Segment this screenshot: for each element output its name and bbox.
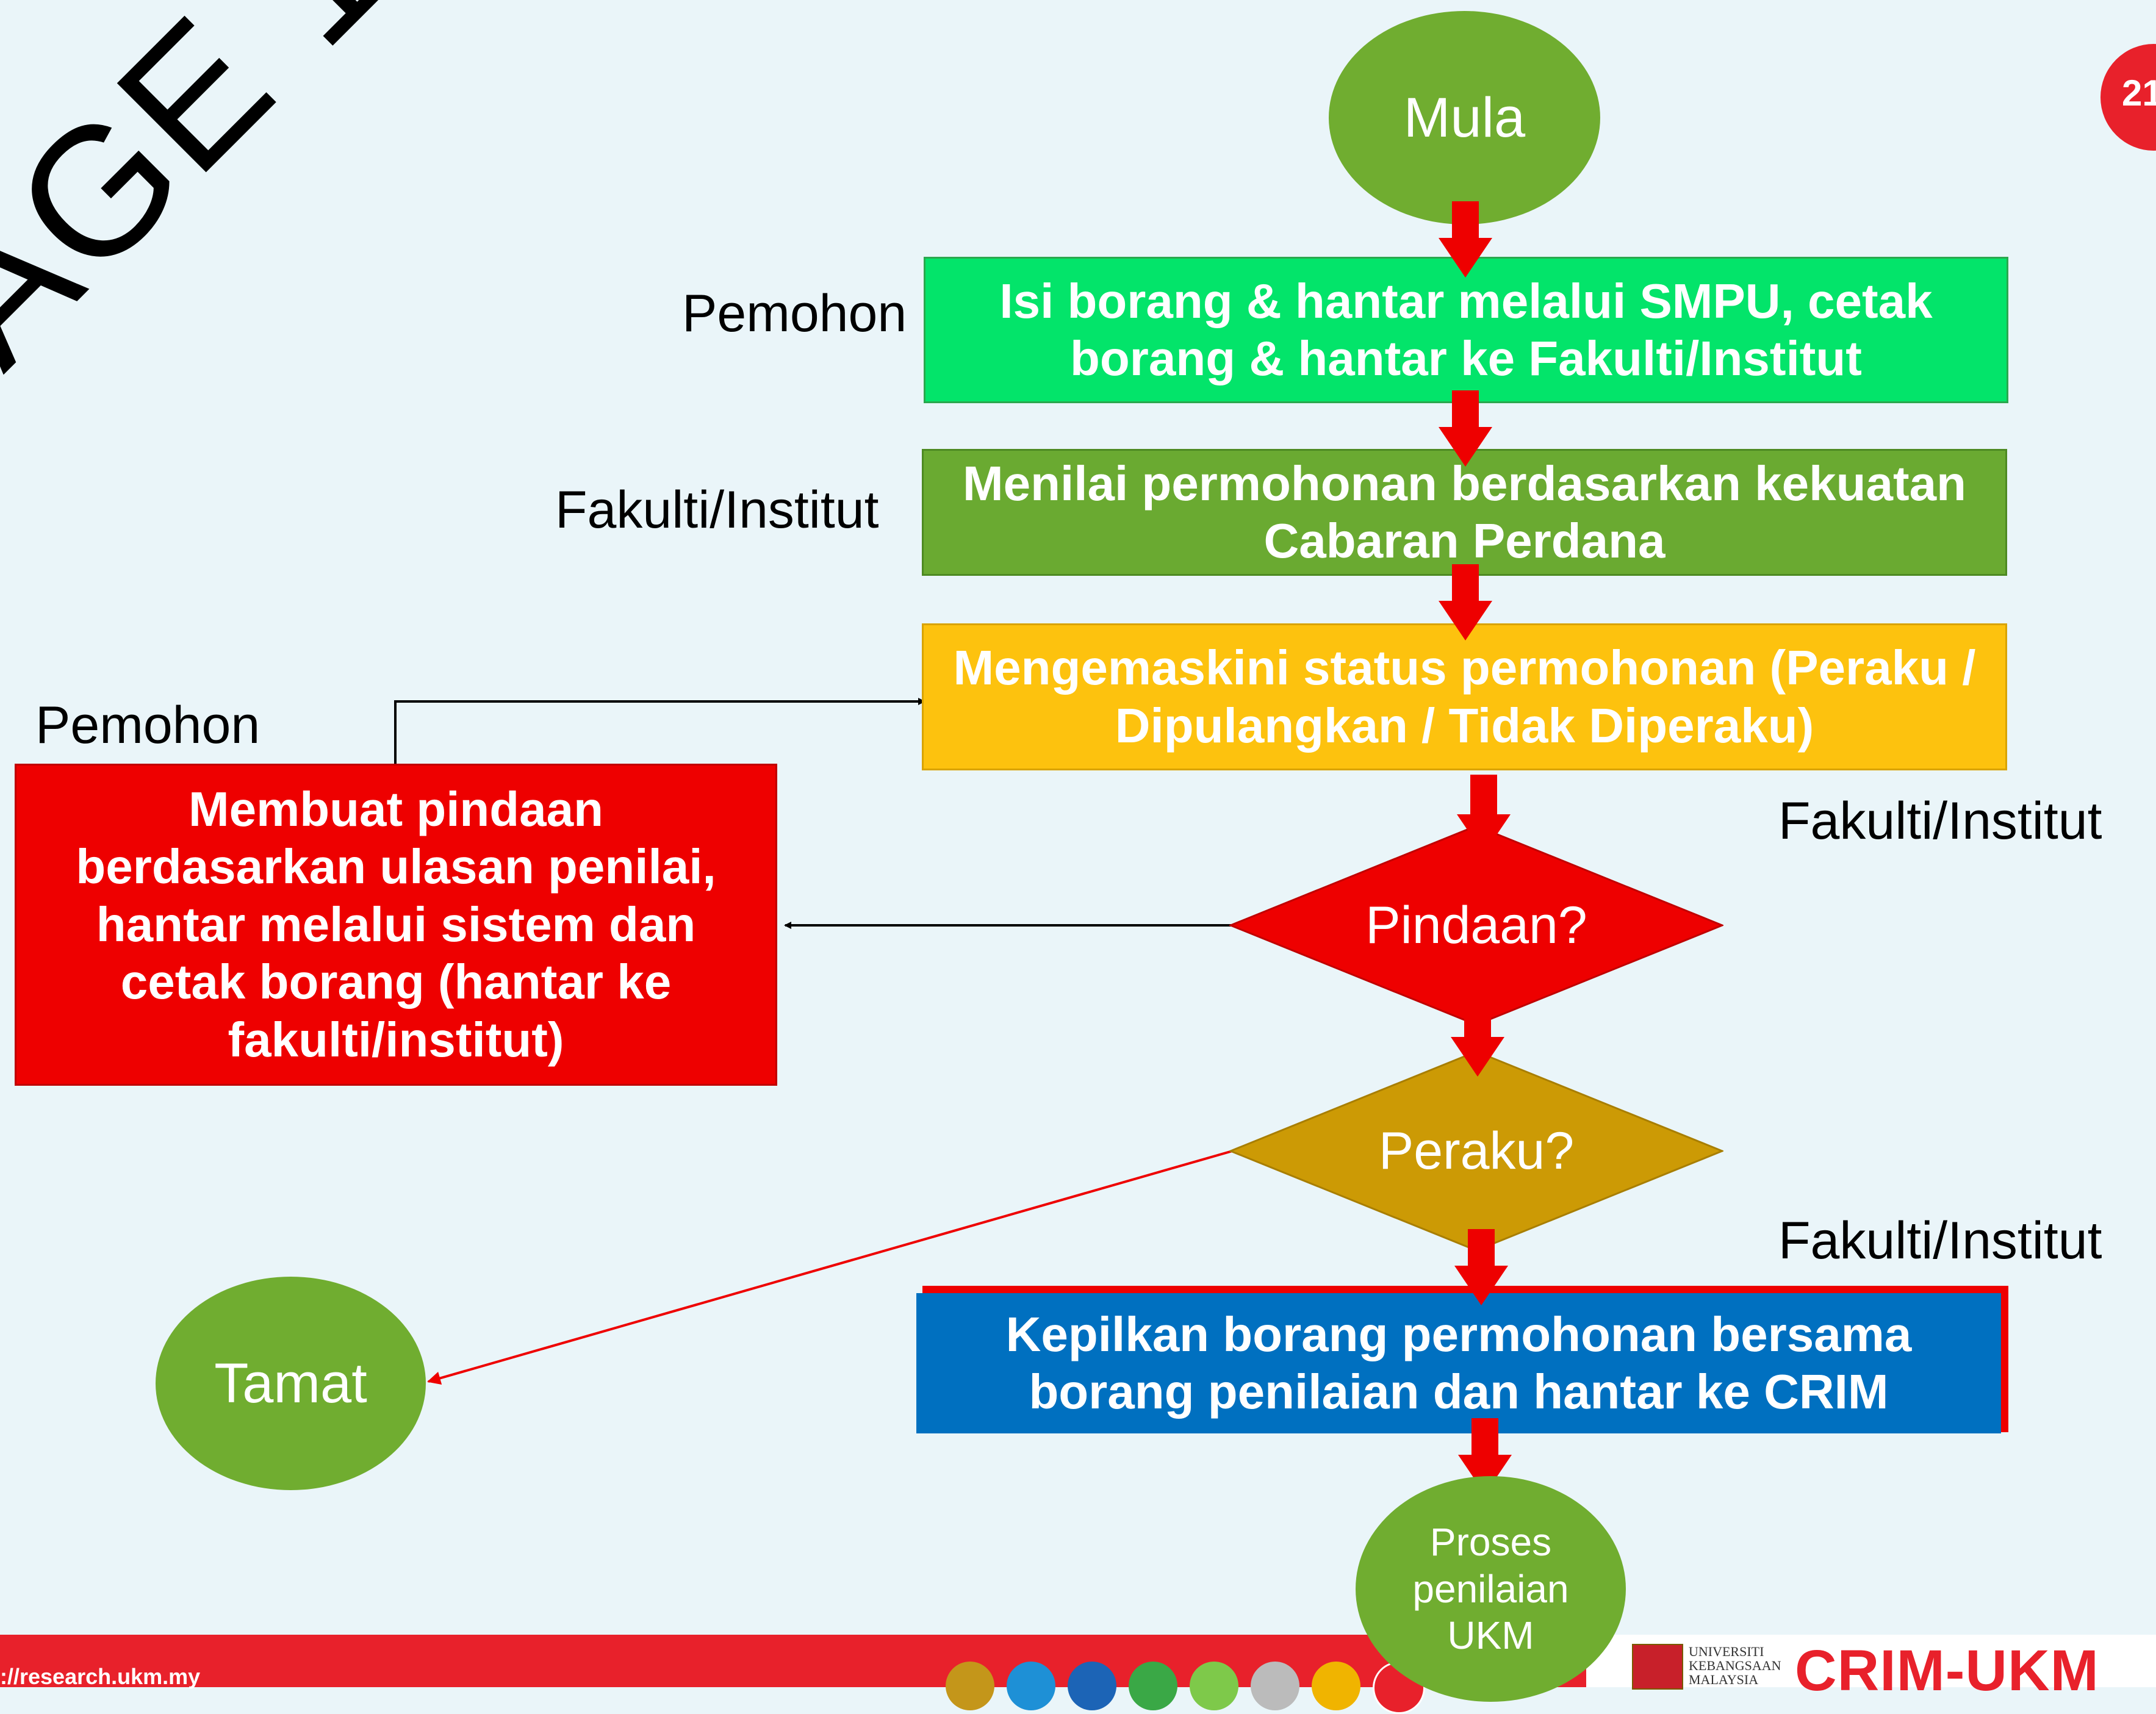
lane-label-pemohon-1: Pemohon: [682, 284, 907, 343]
page-number: 21: [2122, 73, 2156, 113]
step-menilai: Menilai permohonan berdasarkan kekuatan …: [922, 449, 2007, 576]
step-pindaan-action: Membuat pindaan berdasarkan ulasan penil…: [15, 764, 777, 1086]
footer-icons: [946, 1659, 1434, 1714]
peraku-no-connector: [427, 1150, 1233, 1385]
thumbs-up-icon[interactable]: [1068, 1662, 1116, 1710]
ukm-name: UNIVERSITI KEBANGSAAN MALAYSIA: [1689, 1644, 1781, 1687]
handshake-icon[interactable]: [1312, 1662, 1360, 1710]
final-oval: Proses penilaian UKM: [1356, 1476, 1626, 1702]
end-label: Tamat: [214, 1352, 367, 1415]
final-label: Proses penilaian UKM: [1412, 1519, 1569, 1658]
edit-icon[interactable]: [1007, 1662, 1055, 1710]
ukm-name-line-2: KEBANGSAAN: [1689, 1658, 1781, 1674]
lane-label-fakulti-2: Fakulti/Institut: [1778, 792, 2102, 850]
start-oval: Mula: [1329, 11, 1600, 224]
step-kepilkan: Kepilkan borang permohonan bersama boran…: [916, 1293, 2001, 1433]
info-icon[interactable]: [946, 1662, 994, 1710]
start-label: Mula: [1403, 86, 1526, 149]
decision-peraku-text: Peraku?: [1378, 1121, 1575, 1180]
end-oval: Tamat: [156, 1277, 426, 1490]
arrow-down-4: [1457, 775, 1511, 854]
graduation-icon[interactable]: [1129, 1662, 1177, 1710]
step-mengemaskini-text: Mengemaskini status permohonan (Peraku /…: [953, 640, 1976, 753]
step-pindaan-action-text: Membuat pindaan berdasarkan ulasan penil…: [76, 782, 716, 1067]
lane-label-pemohon-2: Pemohon: [35, 696, 261, 755]
arrow-down-5: [1451, 1000, 1504, 1077]
ukm-name-line-1: UNIVERSITI: [1689, 1644, 1764, 1659]
lane-label-fakulti-3: Fakulti/Institut: [1778, 1211, 2102, 1270]
ukm-name-line-3: MALAYSIA: [1689, 1672, 1759, 1688]
building-icon[interactable]: [1251, 1662, 1299, 1710]
step-isi-borang-text: Isi borang & hantar melalui SMPU, cetak …: [999, 273, 1933, 385]
decision-pindaan: Pindaan?: [1229, 825, 1723, 1026]
brand-logo: CRIM-UKM: [1795, 1638, 2099, 1703]
decision-peraku: Peraku?: [1229, 1050, 1723, 1252]
lane-label-fakulti-1: Fakulti/Institut: [555, 481, 879, 539]
arrow-down-2: [1439, 390, 1492, 467]
arrow-down-7: [1458, 1418, 1512, 1494]
decision-pindaan-text: Pindaan?: [1365, 895, 1587, 955]
arrow-down-3: [1439, 564, 1492, 640]
arrow-down-1: [1439, 201, 1492, 278]
step-kepilkan-text: Kepilkan borang permohonan bersama boran…: [1005, 1307, 1912, 1419]
lightbulb-icon[interactable]: [1190, 1662, 1238, 1710]
loop-back-connector: [394, 698, 925, 764]
footer-url[interactable]: ://research.ukm.my: [0, 1664, 201, 1689]
ukm-crest-icon: [1632, 1644, 1683, 1690]
arrow-down-6: [1454, 1229, 1508, 1305]
